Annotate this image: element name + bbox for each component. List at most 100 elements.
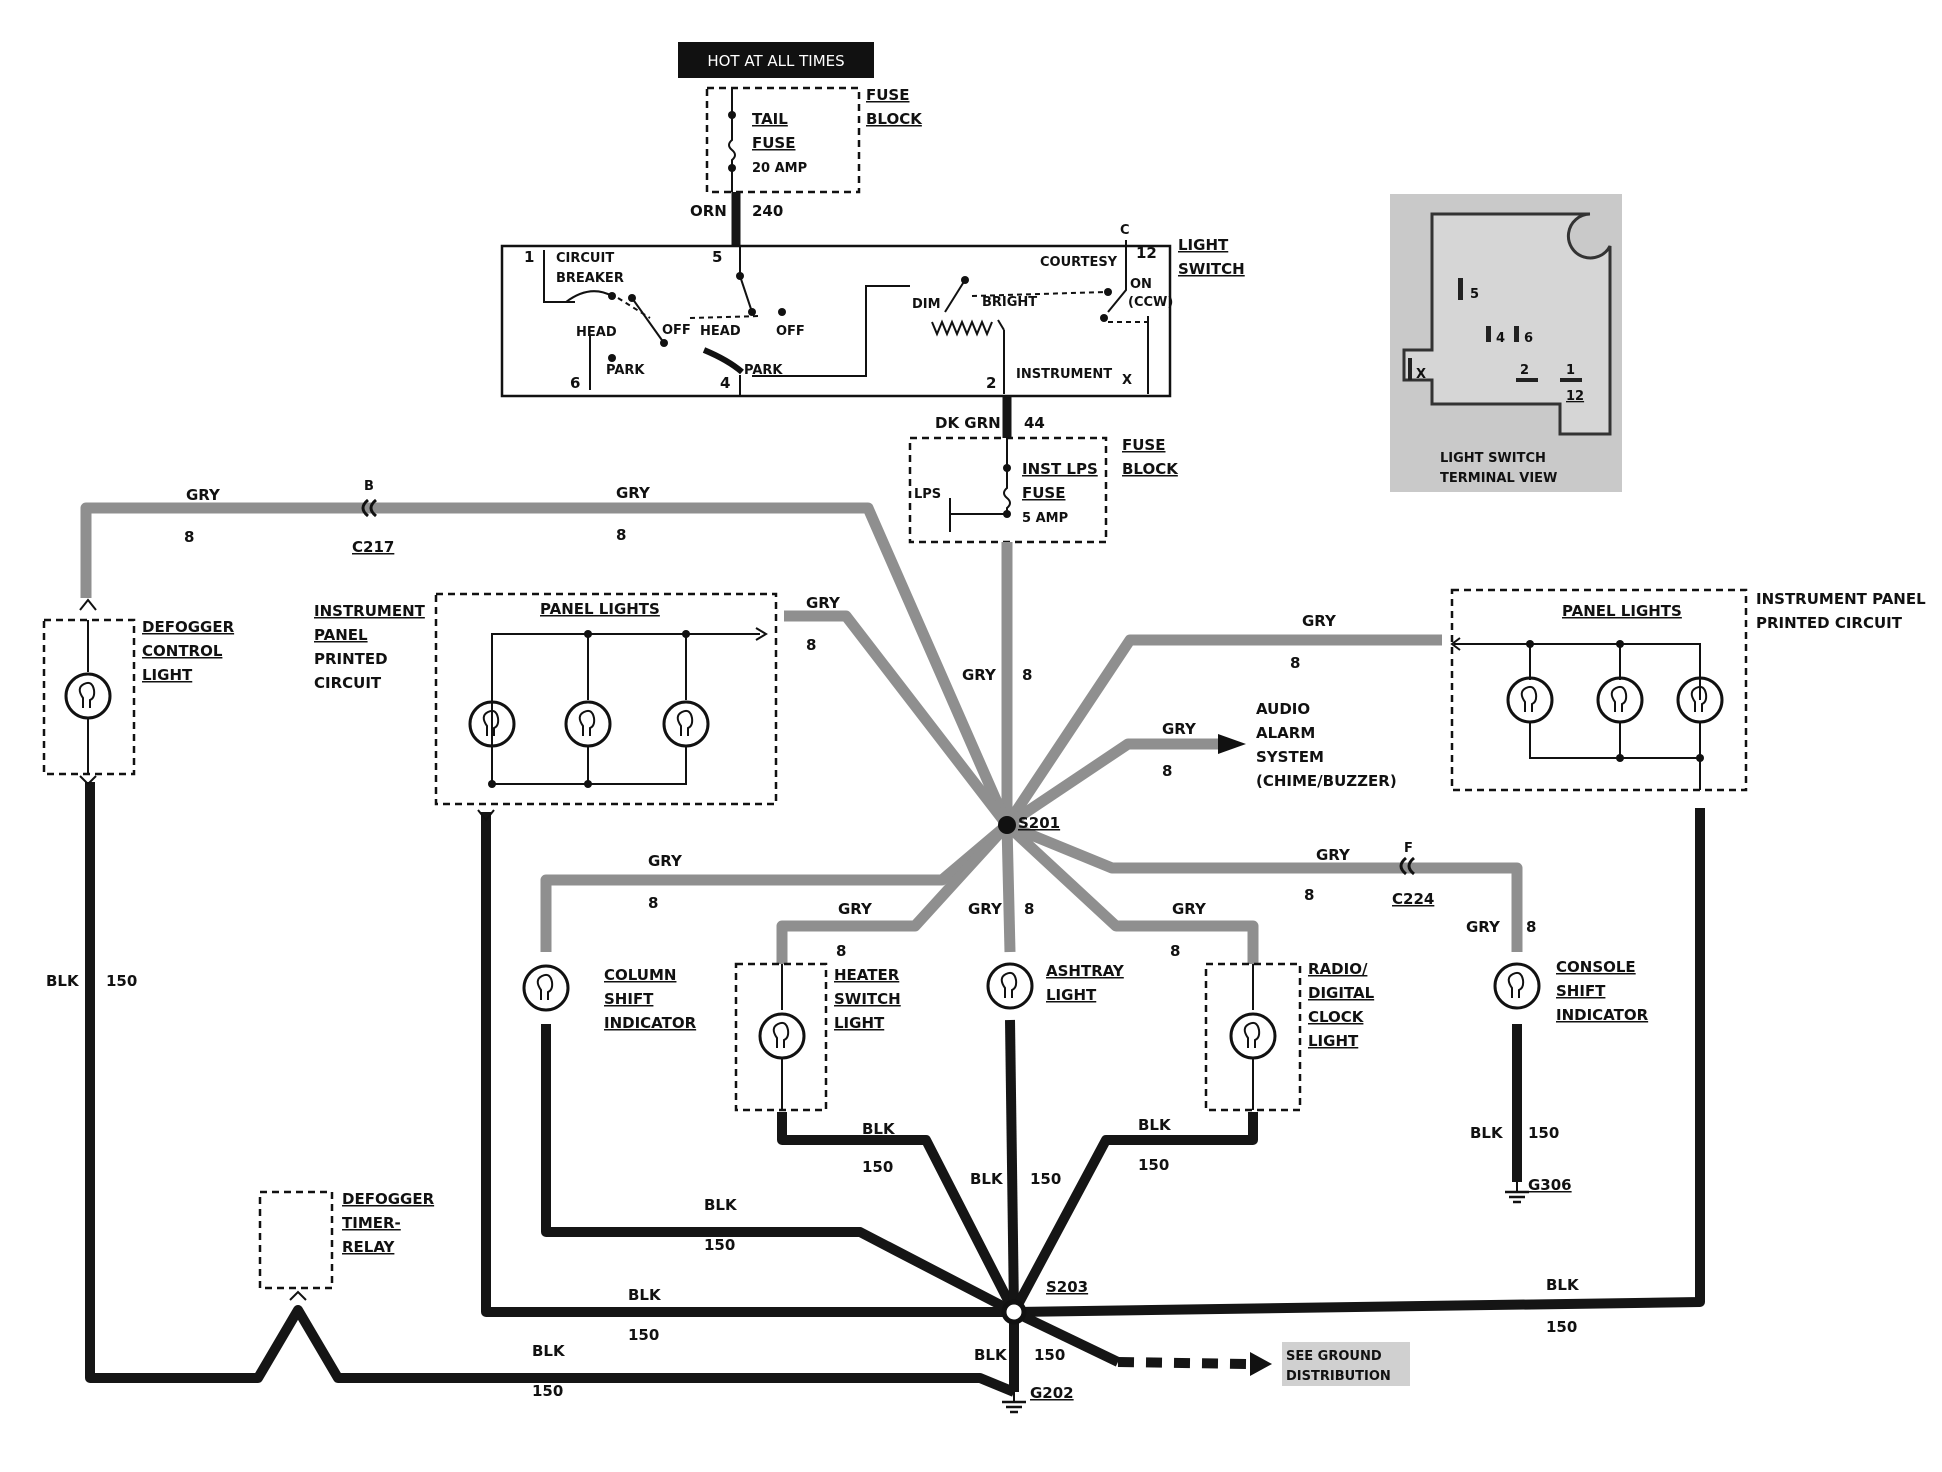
svg-text:PRINTED CIRCUIT: PRINTED CIRCUIT (1756, 614, 1903, 632)
defogger-timer-relay: DEFOGGER TIMER- RELAY (258, 1190, 435, 1301)
svg-text:(CHIME/BUZZER): (CHIME/BUZZER) (1256, 772, 1397, 790)
defogger-control-light: DEFOGGER CONTROL LIGHT (42, 598, 235, 786)
svg-text:SWITCH: SWITCH (834, 990, 901, 1008)
svg-text:BLK: BLK (704, 1196, 738, 1214)
svg-text:BLK: BLK (974, 1346, 1008, 1364)
svg-text:TIMER-: TIMER- (342, 1214, 401, 1232)
svg-text:5: 5 (1470, 287, 1479, 302)
svg-text:PANEL LIGHTS: PANEL LIGHTS (1562, 602, 1682, 620)
ground-symbol-g306 (1505, 1182, 1529, 1204)
svg-text:CONSOLE: CONSOLE (1556, 958, 1636, 976)
fuse-block-mid: LPS INST LPS FUSE 5 AMP FUSE BLOCK (908, 436, 1179, 544)
terminal-view-inset: 5 4 6 2 1 12 X LIGHT SWITCH TERMINAL VIE… (1390, 194, 1622, 492)
svg-text:8: 8 (648, 894, 658, 912)
svg-text:OFF: OFF (662, 323, 691, 338)
svg-text:LIGHT SWITCH: LIGHT SWITCH (1440, 451, 1546, 466)
svg-text:RELAY: RELAY (342, 1238, 396, 1256)
svg-text:CIRCUIT: CIRCUIT (314, 674, 382, 692)
svg-text:240: 240 (752, 202, 783, 220)
svg-text:150: 150 (628, 1326, 659, 1344)
svg-text:150: 150 (862, 1158, 893, 1176)
fuse-block-top: TAIL FUSE 20 AMP FUSE BLOCK (705, 86, 923, 194)
ashtray-light: ASHTRAY LIGHT (986, 962, 1125, 1010)
svg-text:GRY: GRY (186, 486, 221, 504)
svg-text:FUSE: FUSE (1122, 436, 1165, 454)
svg-text:DEFOGGER: DEFOGGER (142, 618, 235, 636)
svg-text:8: 8 (1290, 654, 1300, 672)
svg-text:BREAKER: BREAKER (556, 271, 624, 286)
svg-text:GRY: GRY (1162, 720, 1197, 738)
svg-text:FUSE: FUSE (752, 134, 795, 152)
hot-at-all-times-banner: HOT AT ALL TIMES (678, 42, 874, 78)
svg-text:X: X (1122, 373, 1132, 388)
svg-text:PANEL: PANEL (314, 626, 368, 644)
svg-text:HOT AT ALL TIMES: HOT AT ALL TIMES (707, 52, 844, 70)
svg-text:INST LPS: INST LPS (1022, 460, 1098, 478)
svg-text:X: X (1416, 367, 1426, 382)
column-shift-indicator: COLUMN SHIFT INDICATOR (522, 964, 697, 1032)
svg-text:G202: G202 (1030, 1384, 1074, 1402)
svg-text:GRY: GRY (1466, 918, 1501, 936)
svg-text:G306: G306 (1528, 1176, 1572, 1194)
svg-text:BLOCK: BLOCK (1122, 460, 1179, 478)
svg-text:INDICATOR: INDICATOR (1556, 1006, 1649, 1024)
svg-text:C217: C217 (352, 538, 394, 556)
wire-orn-240: ORN 240 (690, 192, 783, 245)
svg-text:GRY: GRY (1316, 846, 1351, 864)
svg-text:150: 150 (1138, 1156, 1169, 1174)
svg-text:CIRCUIT: CIRCUIT (556, 251, 614, 266)
svg-text:5 AMP: 5 AMP (1022, 511, 1068, 526)
svg-text:12: 12 (1136, 244, 1157, 262)
svg-text:4: 4 (720, 374, 730, 392)
wire-dkgrn-44: DK GRN 44 (935, 396, 1045, 438)
svg-text:12: 12 (1566, 389, 1584, 404)
svg-text:150: 150 (532, 1382, 563, 1400)
svg-text:LIGHT: LIGHT (834, 1014, 885, 1032)
svg-text:CONTROL: CONTROL (142, 642, 223, 660)
svg-text:FUSE: FUSE (1022, 484, 1065, 502)
svg-text:TAIL: TAIL (752, 110, 788, 128)
svg-text:GRY: GRY (1302, 612, 1337, 630)
svg-text:SWITCH: SWITCH (1178, 260, 1245, 278)
svg-text:C: C (1120, 223, 1130, 238)
svg-text:BLK: BLK (1470, 1124, 1504, 1142)
svg-text:LIGHT: LIGHT (142, 666, 193, 684)
svg-text:150: 150 (106, 972, 137, 990)
svg-text:BLK: BLK (628, 1286, 662, 1304)
svg-text:SYSTEM: SYSTEM (1256, 748, 1324, 766)
svg-text:44: 44 (1024, 414, 1045, 432)
svg-text:8: 8 (616, 526, 626, 544)
blk-wires: BLK 150 BLK 150 BLK 150 BLK 150 BLK 150 … (46, 782, 1705, 1414)
svg-text:LIGHT: LIGHT (1046, 986, 1097, 1004)
svg-text:ALARM: ALARM (1256, 724, 1315, 742)
svg-text:1: 1 (524, 248, 534, 266)
heater-switch-light: HEATER SWITCH LIGHT (734, 962, 901, 1112)
svg-text:DK GRN: DK GRN (935, 414, 1001, 432)
svg-text:COLUMN: COLUMN (604, 966, 676, 984)
svg-text:GRY: GRY (616, 484, 651, 502)
svg-text:INSTRUMENT: INSTRUMENT (1016, 367, 1112, 382)
svg-text:BLK: BLK (1546, 1276, 1580, 1294)
svg-text:8: 8 (1022, 666, 1032, 684)
radio-digital-clock-light: RADIO/ DIGITAL CLOCK LIGHT (1204, 960, 1375, 1112)
svg-text:F: F (1404, 841, 1413, 856)
svg-text:DIM: DIM (912, 297, 941, 312)
light-switch: LIGHT SWITCH 1 CIRCUIT BREAKER HEAD OFF … (500, 223, 1245, 398)
svg-text:SHIFT: SHIFT (604, 990, 654, 1008)
svg-text:LIGHT: LIGHT (1308, 1032, 1359, 1050)
svg-text:PANEL LIGHTS: PANEL LIGHTS (540, 600, 660, 618)
svg-text:PRINTED: PRINTED (314, 650, 388, 668)
svg-text:RADIO/: RADIO/ (1308, 960, 1368, 978)
svg-text:BRIGHT: BRIGHT (982, 295, 1037, 310)
svg-text:150: 150 (1528, 1124, 1559, 1142)
svg-text:150: 150 (704, 1236, 735, 1254)
svg-text:ASHTRAY: ASHTRAY (1046, 962, 1125, 980)
console-shift-indicator: CONSOLE SHIFT INDICATOR (1493, 958, 1649, 1024)
svg-text:BLK: BLK (46, 972, 80, 990)
svg-text:8: 8 (806, 636, 816, 654)
svg-text:SHIFT: SHIFT (1556, 982, 1606, 1000)
svg-text:2: 2 (1520, 363, 1529, 378)
svg-text:AUDIO: AUDIO (1256, 700, 1310, 718)
svg-text:GRY: GRY (968, 900, 1003, 918)
svg-text:DISTRIBUTION: DISTRIBUTION (1286, 1369, 1391, 1384)
